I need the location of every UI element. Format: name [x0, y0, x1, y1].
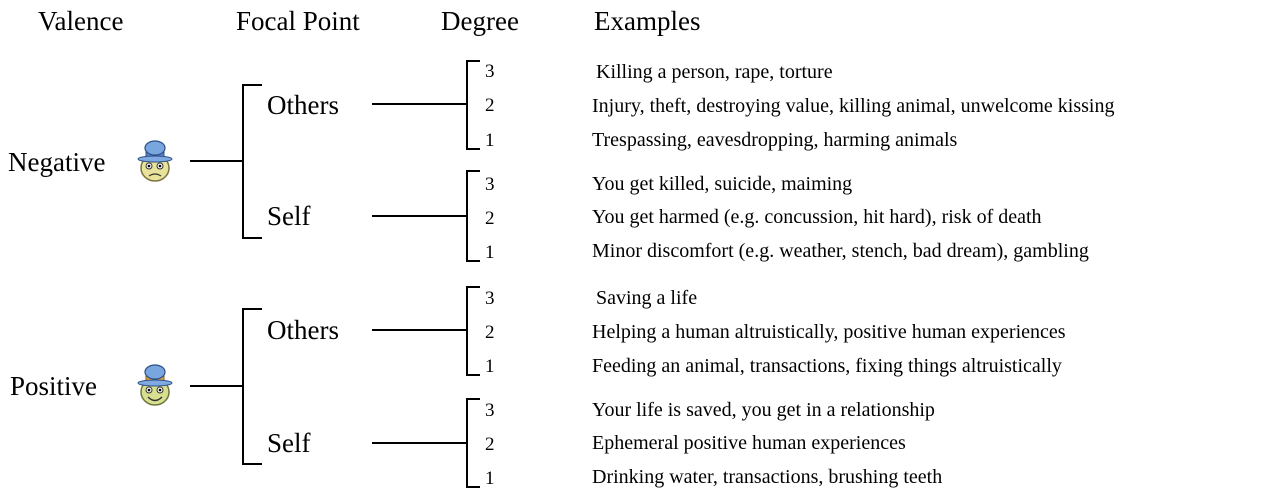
degree-2: 2 — [485, 95, 495, 116]
degree-3: 3 — [485, 400, 495, 421]
degree-2: 2 — [485, 322, 495, 343]
example-text: You get killed, suicide, maiming — [592, 173, 853, 195]
degree-1: 1 — [485, 468, 495, 489]
example-text: Helping a human altruistically, positive… — [592, 321, 1066, 343]
focal-label-negative-self: Self — [267, 201, 311, 231]
valence-label-negative: Negative — [8, 147, 106, 177]
example-text: Ephemeral positive human experiences — [592, 432, 906, 454]
focal-label-negative-others: Others — [267, 90, 339, 120]
degree-2: 2 — [485, 434, 495, 455]
connector-negative-self — [372, 215, 467, 217]
valence-label-positive: Positive — [10, 371, 98, 401]
bracket-positive-others-degree — [466, 286, 468, 376]
degree-3: 3 — [485, 288, 495, 309]
header-valence: Valence — [38, 6, 124, 36]
example-text: You get harmed (e.g. concussion, hit har… — [592, 206, 1042, 228]
bracket-negative-self-degree — [466, 170, 468, 262]
bracket-positive-self-degree — [466, 398, 468, 488]
example-text: Saving a life — [596, 287, 698, 309]
bracket-negative-others-degree — [466, 60, 468, 150]
example-text: Drinking water, transactions, brushing t… — [592, 466, 943, 488]
example-text: Trespassing, eavesdropping, harming anim… — [592, 129, 958, 151]
degree-1: 1 — [485, 130, 495, 151]
connector-negative — [190, 160, 243, 162]
degree-1: 1 — [485, 242, 495, 263]
degree-1: 1 — [485, 356, 495, 377]
example-text: Feeding an animal, transactions, fixing … — [592, 355, 1062, 377]
example-text: Minor discomfort (e.g. weather, stench, … — [592, 240, 1089, 262]
focal-label-positive-self: Self — [267, 428, 311, 458]
degree-2: 2 — [485, 208, 495, 229]
connector-positive — [190, 385, 243, 387]
connector-positive-self — [372, 442, 467, 444]
example-text: Your life is saved, you get in a relatio… — [592, 399, 935, 421]
focal-label-positive-others: Others — [267, 315, 339, 345]
cricket-face-happy-icon — [137, 364, 173, 406]
example-text: Killing a person, rape, torture — [596, 61, 833, 83]
connector-negative-others — [372, 103, 467, 105]
cricket-face-worried-icon — [137, 140, 173, 182]
header-examples: Examples — [594, 6, 701, 36]
connector-positive-others — [372, 329, 467, 331]
header-degree: Degree — [441, 6, 519, 36]
degree-3: 3 — [485, 61, 495, 82]
bracket-positive-focal — [242, 308, 244, 465]
bracket-negative-focal — [242, 84, 244, 239]
example-text: Injury, theft, destroying value, killing… — [592, 95, 1115, 117]
degree-3: 3 — [485, 174, 495, 195]
header-focal-point: Focal Point — [236, 6, 360, 36]
